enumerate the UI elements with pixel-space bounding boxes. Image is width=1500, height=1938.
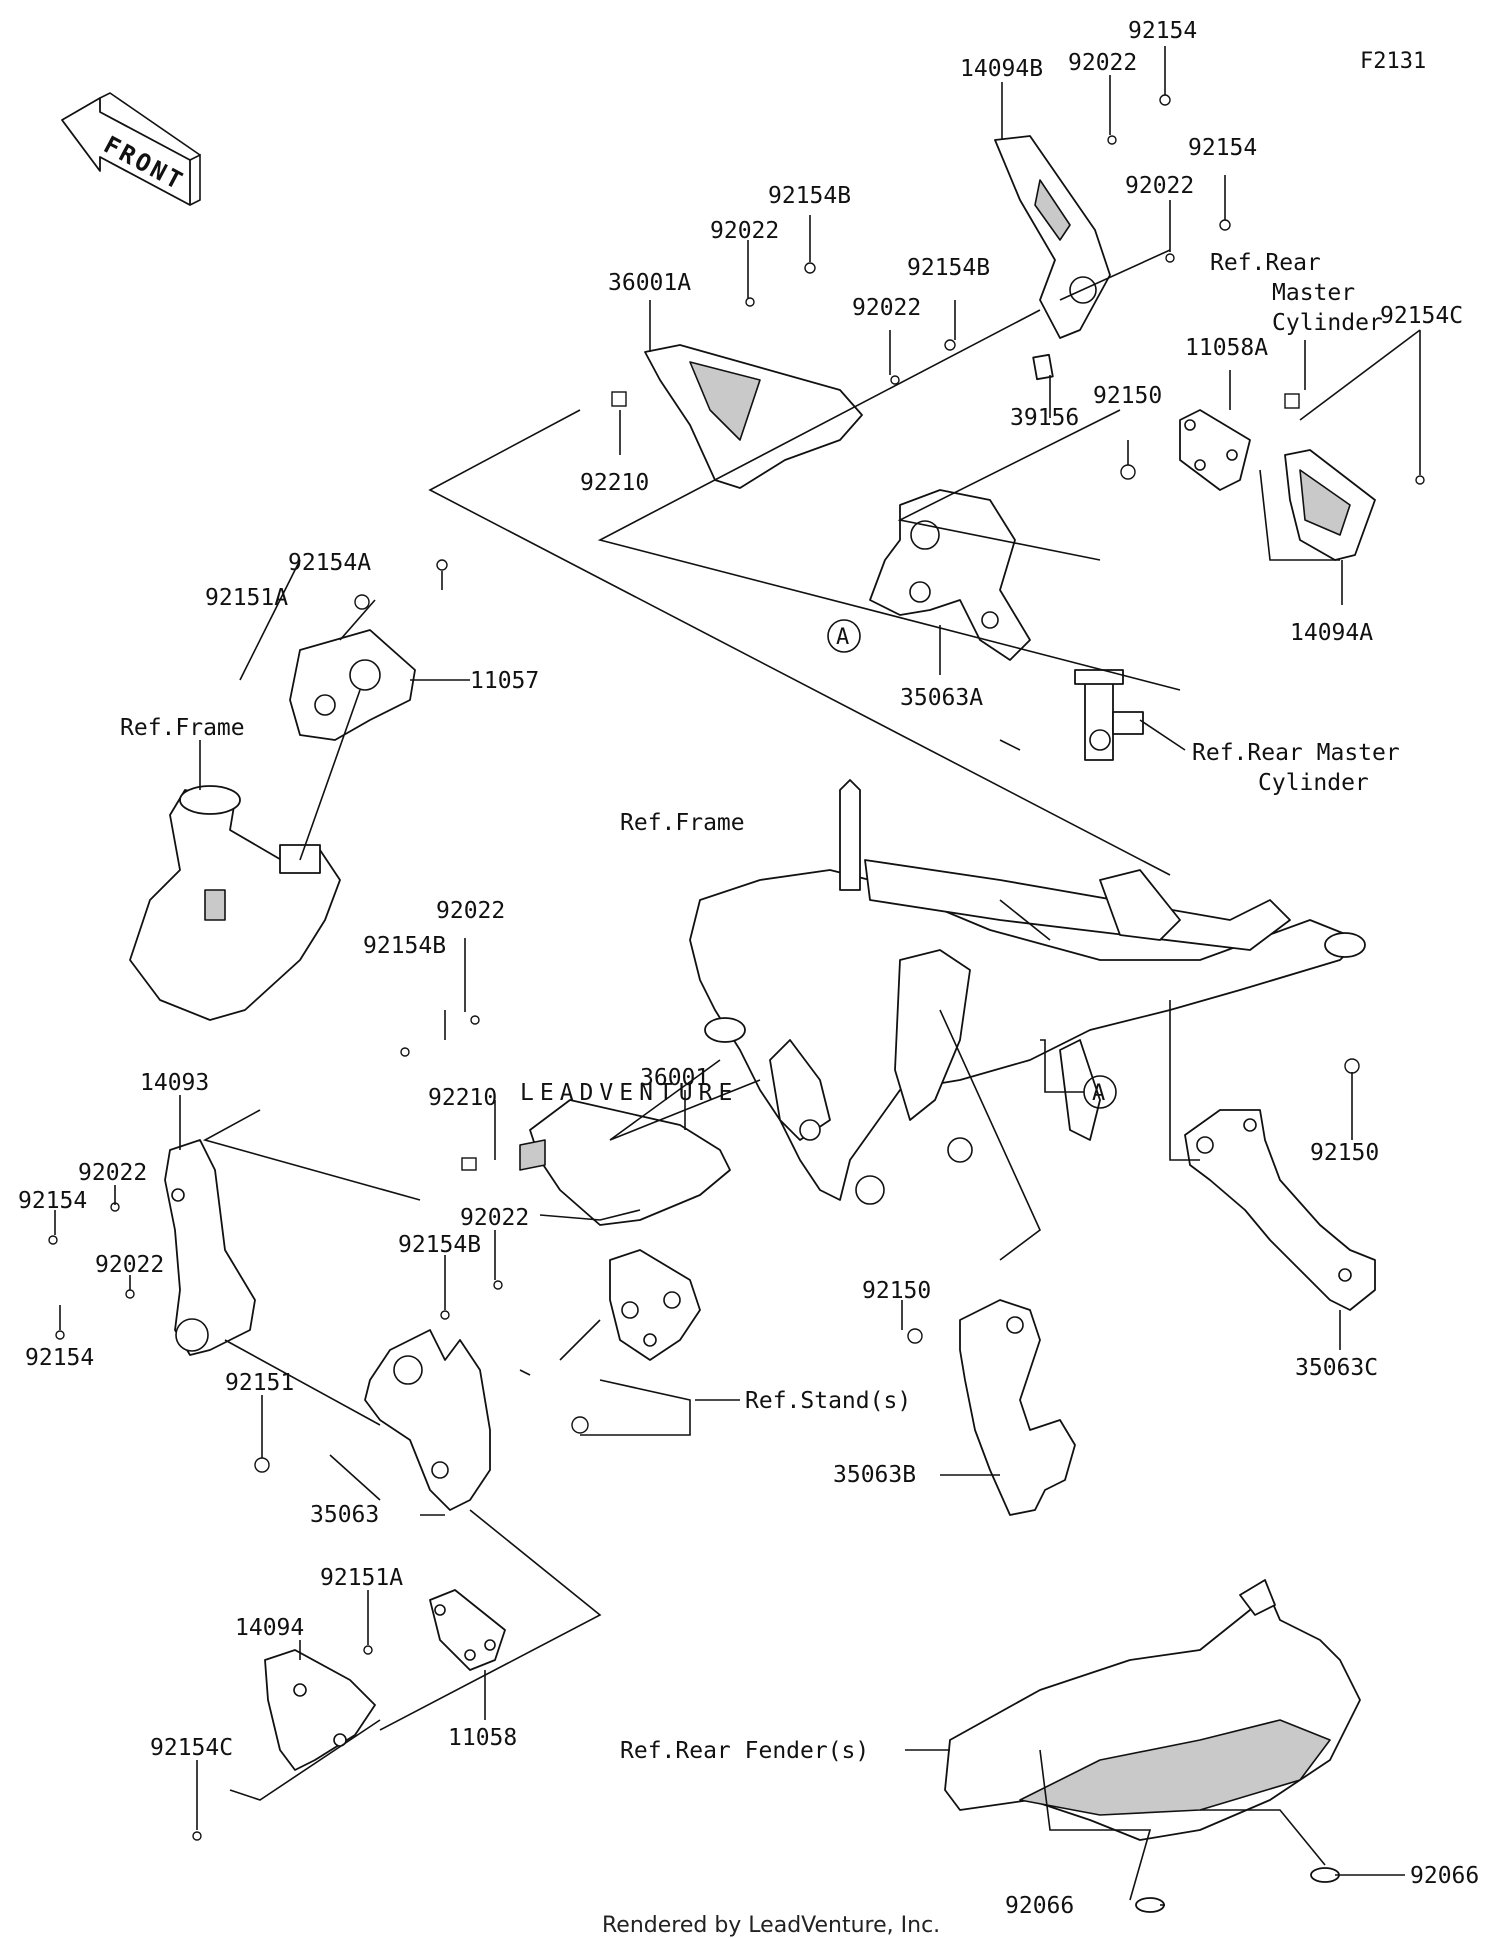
- rear-master-cylinder: [1074, 669, 1144, 761]
- label-92154: 92154: [18, 1188, 87, 1214]
- label-35063: 35063: [310, 1502, 379, 1528]
- label-92022: 92022: [95, 1252, 164, 1278]
- label-92022: 92022: [852, 295, 921, 321]
- label-14094B: 14094B: [960, 56, 1043, 82]
- label-92210: 92210: [580, 470, 649, 496]
- label-ref-frame: Ref.Frame: [620, 810, 745, 836]
- part-14094-guard: [264, 1649, 376, 1771]
- callout-a-upper: A: [827, 619, 861, 653]
- figure-code: F2131: [1360, 49, 1426, 74]
- label-35063B: 35063B: [833, 1462, 916, 1488]
- label-92154B: 92154B: [768, 183, 851, 209]
- label-92154C: 92154C: [150, 1735, 233, 1761]
- ref-frame-head: [129, 785, 341, 1021]
- label-92151: 92151: [225, 1370, 294, 1396]
- part-11058-plate: [429, 1589, 506, 1671]
- label-ref-rear-fender: Ref.Rear Fender(s): [620, 1738, 869, 1764]
- label-92154: 92154: [1188, 135, 1257, 161]
- label-92154A: 92154A: [288, 550, 371, 576]
- label-ref-stand: Ref.Stand(s): [745, 1388, 911, 1414]
- label-92022: 92022: [460, 1205, 529, 1231]
- part-11057-clamp: [289, 629, 416, 741]
- label-35063C: 35063C: [1295, 1355, 1378, 1381]
- rear-fender: [944, 1579, 1361, 1913]
- label-92022: 92022: [1125, 173, 1194, 199]
- label-39156: 39156: [1010, 405, 1079, 431]
- part-36001A-cover: [611, 344, 863, 489]
- label-92022: 92022: [1068, 50, 1137, 76]
- part-35063A-bracket: [869, 489, 1031, 661]
- footer-credit: Rendered by LeadVenture, Inc.: [602, 1913, 940, 1938]
- label-ref-rear-master-cylinder: Master: [1272, 280, 1355, 306]
- part-labels: 92154 92022 14094B 92154 92022 Ref.Rear …: [18, 18, 1479, 1919]
- callout-a-label: A: [1092, 1081, 1105, 1106]
- label-92022: 92022: [710, 218, 779, 244]
- part-14094A-guard: [1284, 449, 1376, 561]
- part-36001-cover: [461, 1099, 731, 1226]
- label-ref-rear-master-cylinder: Cylinder: [1258, 770, 1369, 796]
- label-36001A: 36001A: [608, 270, 691, 296]
- front-arrow-icon: FRONT: [61, 92, 201, 206]
- part-14093-guard: [164, 1139, 256, 1356]
- label-92154B: 92154B: [398, 1232, 481, 1258]
- label-92154B: 92154B: [907, 255, 990, 281]
- label-92022: 92022: [436, 898, 505, 924]
- label-14094A: 14094A: [1290, 620, 1373, 646]
- leader-lines: [54, 46, 1421, 1906]
- label-11058A: 11058A: [1185, 335, 1268, 361]
- label-ref-rear-master-cylinder: Cylinder: [1272, 310, 1383, 336]
- label-11058: 11058: [448, 1725, 517, 1751]
- callout-a-label: A: [836, 625, 849, 650]
- label-36001: 36001: [640, 1065, 709, 1091]
- stand-plate: [609, 1249, 701, 1361]
- label-ref-rear-master-cylinder: Ref.Rear: [1210, 250, 1321, 276]
- label-92022: 92022: [78, 1160, 147, 1186]
- part-35063B-bracket: [959, 1299, 1076, 1516]
- label-35063A: 35063A: [900, 685, 983, 711]
- part-35063-bracket: [364, 1329, 491, 1511]
- label-ref-rear-master-cylinder: Ref.Rear Master: [1192, 740, 1400, 766]
- label-92151A: 92151A: [320, 1565, 403, 1591]
- label-92066: 92066: [1005, 1893, 1074, 1919]
- label-92150: 92150: [1310, 1140, 1379, 1166]
- label-92154B: 92154B: [363, 933, 446, 959]
- label-92150: 92150: [862, 1278, 931, 1304]
- watermark: LEADVENTURE: [520, 1080, 738, 1106]
- fasteners: [48, 94, 1425, 1841]
- label-ref-frame: Ref.Frame: [120, 715, 245, 741]
- label-14094: 14094: [235, 1615, 304, 1641]
- label-11057: 11057: [470, 668, 539, 694]
- label-14093: 14093: [140, 1070, 209, 1096]
- label-92151A: 92151A: [205, 585, 288, 611]
- main-frame: [689, 779, 1366, 1205]
- label-92154: 92154: [25, 1345, 94, 1371]
- label-92154C: 92154C: [1380, 303, 1463, 329]
- label-92150: 92150: [1093, 383, 1162, 409]
- label-92066: 92066: [1410, 1863, 1479, 1889]
- part-11058A-plate: [1179, 409, 1251, 491]
- callout-a-lower: A: [1040, 1039, 1117, 1109]
- part-39156-pad: [1032, 353, 1054, 381]
- label-92210: 92210: [428, 1085, 497, 1111]
- label-92154: 92154: [1128, 18, 1197, 44]
- part-14094B-guard: [994, 135, 1111, 339]
- part-35063C-bracket: [1184, 1109, 1376, 1311]
